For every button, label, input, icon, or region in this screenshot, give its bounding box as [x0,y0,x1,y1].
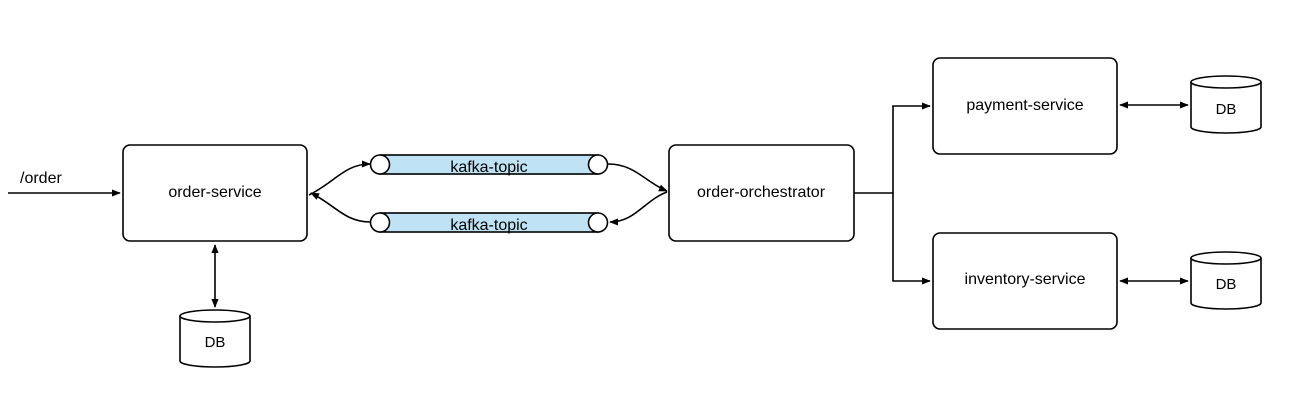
orchestrator-to-topic-arrow [609,191,668,226]
topic-to-order-arrow [310,192,371,223]
topic-to-orchestrator-arrow [607,163,668,192]
payment-db-label: DB [1216,101,1237,118]
payment-service-label: payment-service [966,97,1083,114]
kafka-topic-bottom-label: kafka-topic [450,217,527,234]
orchestrator-to-payment-arrow [854,102,931,194]
orchestrator-to-inventory-arrow [892,193,931,285]
inventory-db-cylinder: DB [1190,251,1262,310]
inventory-service-node[interactable]: inventory-service [932,232,1118,330]
order-service-label: order-service [168,184,261,201]
orchestrator-label: order-orchestrator [697,184,826,201]
payment-db-cylinder: DB [1190,75,1262,134]
order-db-label: DB [205,334,226,351]
orchestrator-node[interactable]: order-orchestrator [668,144,855,242]
order-service-node[interactable]: order-service [122,144,308,242]
inventory-db-label: DB [1216,276,1237,293]
order-to-topic-arrow [308,160,371,196]
entry-label: /order [20,170,62,187]
order-db-cylinder: DB [179,309,251,368]
kafka-topic-bottom: kafka-topic [369,212,609,234]
inventory-service-label: inventory-service [965,271,1086,288]
kafka-topic-top: kafka-topic [369,154,609,176]
kafka-topic-top-label: kafka-topic [450,159,527,176]
payment-service-node[interactable]: payment-service [932,57,1118,155]
